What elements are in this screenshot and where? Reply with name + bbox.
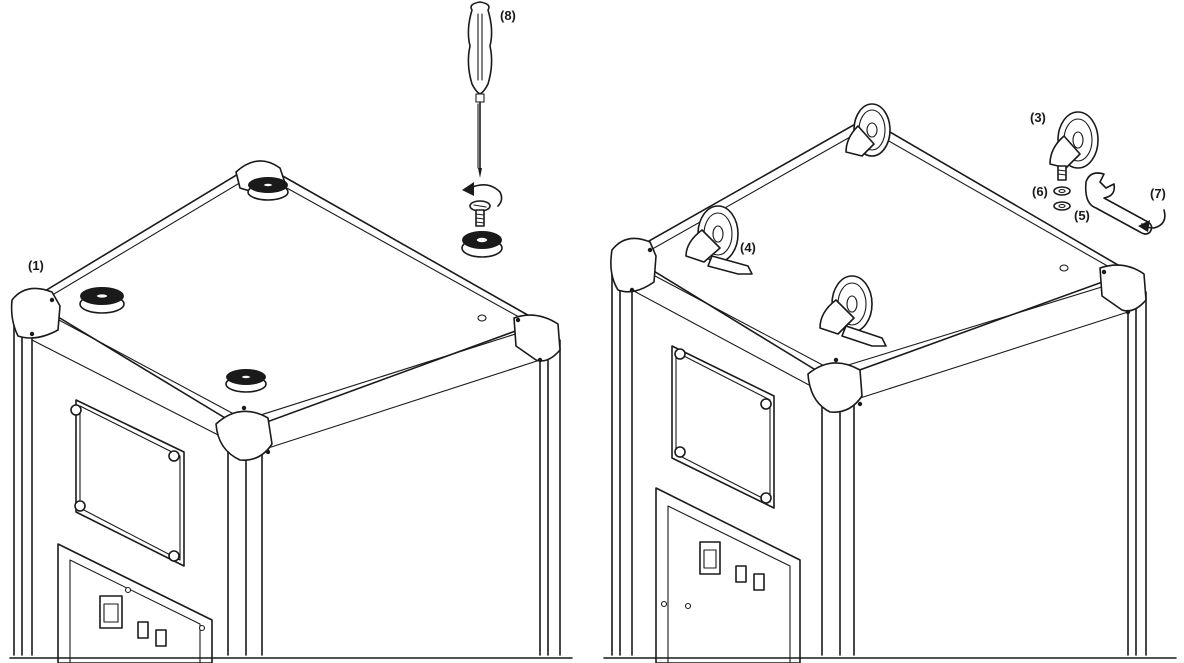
screw-icon: [469, 200, 491, 227]
washer-icon: [1053, 186, 1071, 196]
left-cabinet-sides: [13, 319, 561, 656]
callout-nut: (5): [1074, 208, 1090, 223]
right-corner-caps: [610, 237, 1147, 413]
counterclockwise-arrow-icon: [462, 182, 503, 207]
callout-washer: (6): [1032, 184, 1048, 199]
left-connector-panel: [57, 543, 213, 663]
caster-brake-icon: [685, 205, 753, 275]
left-foot-rear: [247, 177, 289, 201]
left-foot-left: [79, 287, 125, 314]
right-connector-panel: [655, 487, 801, 663]
callout-caster-brake: (4): [740, 240, 756, 255]
right-cabinet-sides: [611, 269, 1147, 656]
left-panel: (1) (8): [9, 1, 573, 663]
caster-removed-icon: [1049, 111, 1099, 181]
caster-rear-icon: [845, 103, 891, 157]
callout-frame: (1): [28, 258, 44, 273]
screwdriver-icon: [467, 1, 493, 178]
callout-caster-removed: (3): [1030, 110, 1046, 125]
callout-wrench: (7): [1150, 186, 1166, 201]
right-side-plate: [671, 345, 775, 509]
left-foot-front: [225, 369, 267, 393]
caster-front-icon: [819, 275, 887, 347]
nut-icon: [1053, 201, 1071, 211]
callout-screwdriver: (8): [500, 8, 516, 23]
right-panel: (3) (4) (6) (5) (7): [603, 103, 1177, 663]
left-side-plate: [70, 399, 185, 567]
rubber-foot-icon: [461, 231, 503, 258]
wrench-icon: [1084, 172, 1153, 235]
clockwise-arrow-icon: [1138, 209, 1166, 232]
